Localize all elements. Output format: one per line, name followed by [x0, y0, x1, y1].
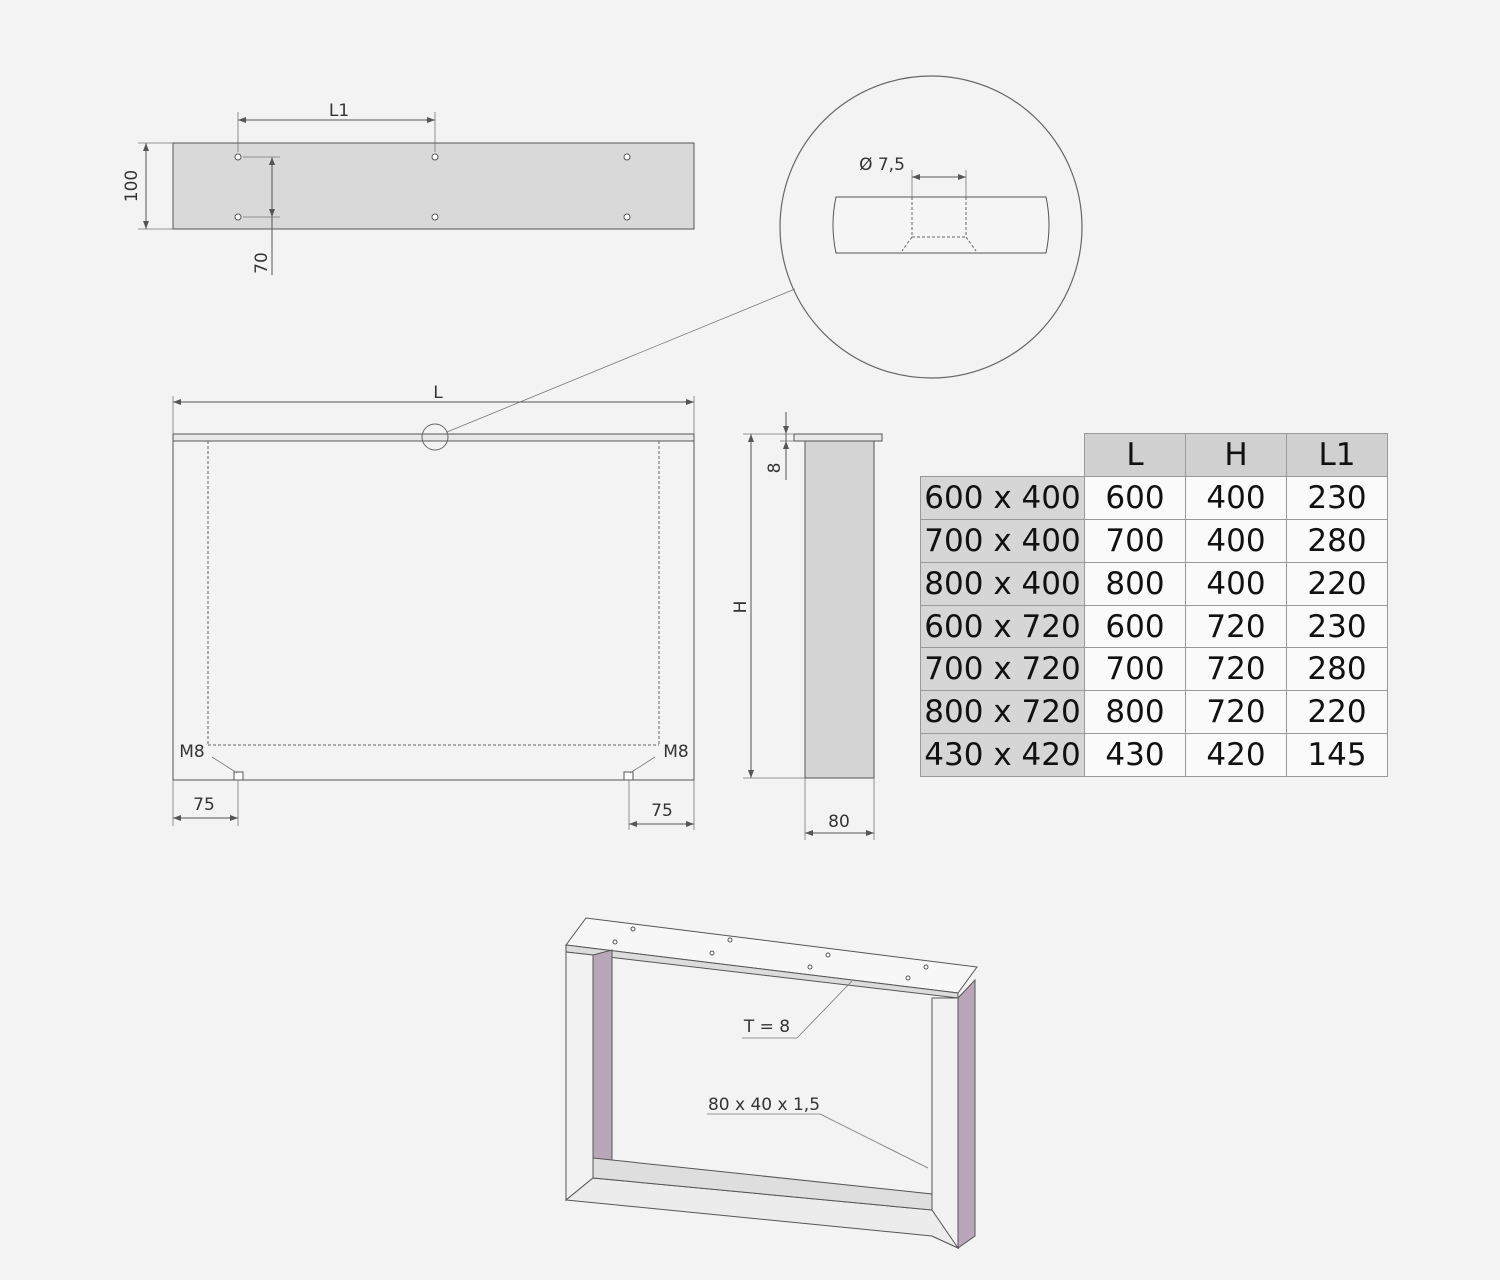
l-cell: 800	[1084, 690, 1186, 735]
size-cell: 800 x 720	[920, 690, 1085, 735]
front-view: L M8 M8 75 75	[172, 383, 695, 830]
table-row: 800 x 400 800 400 220	[920, 561, 1388, 606]
table-row: 430 x 420 430 420 145	[920, 733, 1388, 778]
column-header: L	[1084, 433, 1186, 477]
length-label: L	[433, 383, 443, 403]
iso-profile-label: 80 x 40 x 1,5	[708, 1095, 820, 1115]
depth-80-label: 80	[828, 812, 850, 832]
size-table: L H L1 600 x 400 600 400 230 700 x 400 7…	[920, 433, 1388, 778]
l1-cell: 220	[1286, 561, 1388, 606]
hole-detail-view: Ø 7,5	[446, 75, 1083, 433]
l1-cell: 220	[1286, 690, 1388, 735]
l1-cell: 280	[1286, 518, 1388, 563]
h-cell: 720	[1185, 604, 1287, 649]
l1-cell: 230	[1286, 475, 1388, 520]
h-cell: 720	[1185, 690, 1287, 735]
h-cell: 400	[1185, 475, 1287, 520]
thread-left-label: M8	[179, 742, 204, 762]
table-row: 600 x 400 600 400 230	[920, 475, 1388, 520]
side-view: H 8 80	[731, 412, 883, 840]
l1-label: L1	[329, 101, 349, 121]
size-cell: 600 x 720	[920, 604, 1085, 649]
size-cell: 800 x 400	[920, 561, 1085, 606]
thread-right-label: M8	[663, 742, 688, 762]
l-cell: 600	[1084, 475, 1186, 520]
l-cell: 600	[1084, 604, 1186, 649]
l-cell: 430	[1084, 733, 1186, 778]
h-cell: 400	[1185, 518, 1287, 563]
width-100-label: 100	[122, 170, 142, 202]
column-header: L1	[1286, 433, 1388, 477]
size-cell: 700 x 720	[920, 647, 1085, 692]
offset-left-label: 75	[193, 795, 215, 815]
l1-cell: 145	[1286, 733, 1388, 778]
l-cell: 700	[1084, 518, 1186, 563]
h-cell: 420	[1185, 733, 1287, 778]
table-row: 700 x 400 700 400 280	[920, 518, 1388, 563]
offset-right-label: 75	[651, 801, 673, 821]
table-corner	[921, 434, 1085, 477]
top-plate-view: L1 100 70	[122, 101, 695, 275]
spacing-70-label: 70	[252, 252, 272, 274]
size-cell: 600 x 400	[920, 475, 1085, 520]
l1-cell: 280	[1286, 647, 1388, 692]
table-row: 800 x 720 800 720 220	[920, 690, 1388, 735]
table-header-row: L H L1	[921, 433, 1388, 477]
iso-thickness-label: T = 8	[743, 1017, 790, 1037]
size-cell: 700 x 400	[920, 518, 1085, 563]
size-cell: 430 x 420	[920, 733, 1085, 778]
h-cell: 720	[1185, 647, 1287, 692]
column-header: H	[1185, 433, 1287, 477]
l1-cell: 230	[1286, 604, 1388, 649]
mounting-holes	[234, 153, 631, 221]
isometric-view: T = 8 80 x 40 x 1,5	[564, 917, 978, 1250]
height-label: H	[731, 601, 751, 614]
l-cell: 800	[1084, 561, 1186, 606]
h-cell: 400	[1185, 561, 1287, 606]
hole-diameter-label: Ø 7,5	[859, 155, 905, 175]
table-row: 700 x 720 700 720 280	[920, 647, 1388, 692]
thickness-8-label: 8	[765, 463, 785, 474]
l-cell: 700	[1084, 647, 1186, 692]
table-row: 600 x 720 600 720 230	[920, 604, 1388, 649]
